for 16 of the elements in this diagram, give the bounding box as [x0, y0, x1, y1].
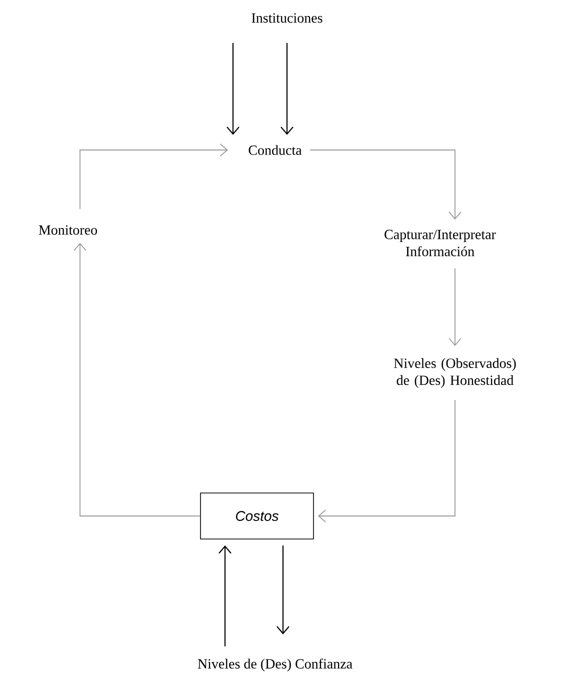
- arrow: [226, 42, 240, 135]
- node-label: Niveles de (Des) Confianza: [198, 658, 352, 672]
- node-label: Monitoreo: [38, 225, 98, 235]
- arrow: [448, 268, 462, 346]
- node-label: Instituciones: [252, 13, 322, 23]
- arrow: [318, 400, 456, 522]
- arrow: [310, 150, 462, 220]
- arrow: [280, 42, 294, 135]
- node-label: Capturar/Interpretar Información: [384, 230, 496, 256]
- arrow: [74, 242, 201, 516]
- node-label: Conducta: [248, 145, 302, 155]
- arrow: [276, 545, 290, 634]
- node-label: Niveles (Observados) de (Des) Honestidad: [394, 358, 516, 388]
- arrow: [80, 144, 228, 210]
- process-box: Costos: [200, 492, 314, 540]
- arrow: [218, 545, 232, 646]
